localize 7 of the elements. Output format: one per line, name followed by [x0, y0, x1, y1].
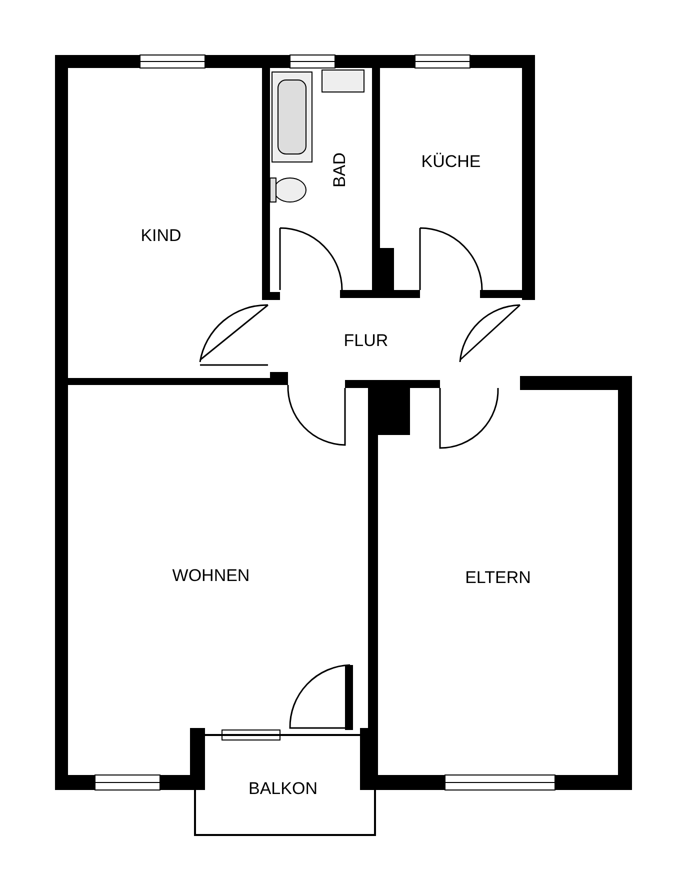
room-label: ELTERN — [465, 568, 531, 588]
room-label: BALKON — [248, 779, 318, 799]
room-label: WOHNEN — [172, 566, 250, 586]
room-label: FLUR — [344, 331, 388, 351]
room-label: BAD — [330, 152, 350, 188]
room-label: KIND — [140, 226, 182, 246]
room-label: KÜCHE — [421, 152, 481, 172]
